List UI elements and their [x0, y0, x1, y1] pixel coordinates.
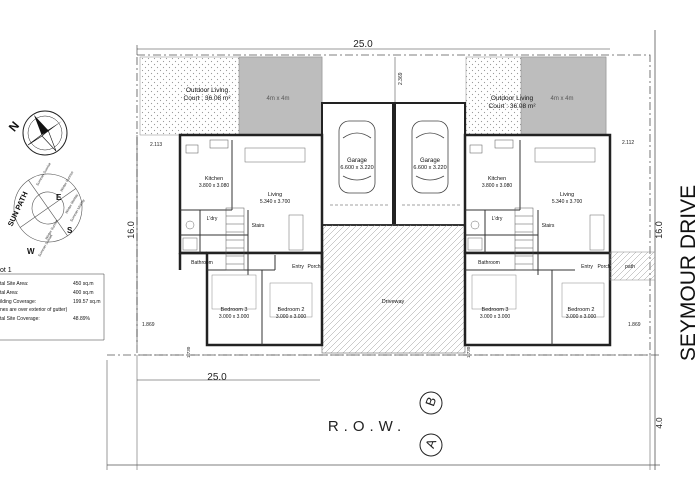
living-label-right: Living: [560, 192, 574, 198]
kitchen-label-right: Kitchen: [488, 176, 506, 182]
dim-right-depth: 16.0: [654, 221, 664, 239]
kitchen-size-right: 3.800 x 3.080: [482, 183, 513, 189]
driveway: [321, 224, 466, 354]
path-label-right: path: [625, 264, 635, 270]
living-size-left: 5.340 x 3.700: [260, 199, 291, 205]
bed2-size-left: 3.000 x 3.000: [276, 314, 307, 320]
porch-label-left: Porch: [307, 264, 320, 270]
ldry-label-right: L'dry: [492, 216, 503, 222]
lot-info-table: [0, 273, 105, 341]
zone-label-right: 4m x 4m: [550, 96, 573, 102]
kitchen-label-left: Kitchen: [205, 176, 223, 182]
sun-path-south: S: [67, 226, 73, 235]
garage-label-right: Garage: [420, 158, 441, 164]
row-label: R.O.W.: [328, 418, 406, 435]
entry-label-right: Entry: [581, 264, 593, 270]
bed2-label-left: Bedroom 2: [278, 307, 305, 313]
dim-row-depth: 4.0: [655, 417, 664, 429]
lot-info-row-2-value: 400 sq.m: [73, 290, 94, 296]
dim-setback-left-bottom: 1.869: [142, 322, 155, 328]
lot-info-row-5-label: tal Site Coverage:: [0, 316, 40, 322]
compass-north: N: [6, 119, 22, 135]
dim-bottom-width: 25.0: [207, 372, 227, 383]
dim-small-left: 1.730: [186, 346, 191, 358]
dim-offset-left: 2.113: [150, 142, 162, 148]
unit-right: [463, 133, 656, 347]
driveway-label: Driveway: [382, 299, 405, 305]
dim-setback-top: 2.369: [398, 72, 404, 85]
bed3-size-right: 3.000 x 3.000: [480, 314, 511, 320]
court-label-right: Court : 36.08 m²: [489, 103, 537, 110]
lot-info-row-3-value: 199.57 sq.m: [73, 299, 101, 305]
garage-right: [394, 102, 466, 226]
sun-path-west: W: [27, 247, 35, 256]
dim-top-width: 25.0: [353, 39, 373, 50]
stairs-label-right: Stairs: [542, 223, 555, 229]
ldry-label-left: L'dry: [207, 216, 218, 222]
lot-info-row-1-value: 450 sq.m: [73, 281, 94, 287]
bed2-size-right: 3.000 x 3.000: [566, 314, 597, 320]
bathroom-label-right: Bathroom: [478, 260, 500, 266]
lot-marker-b: B: [419, 391, 443, 415]
kitchen-size-left: 3.800 x 3.080: [199, 183, 230, 189]
lot-info-row-4-label: nes are over exterior of gutter): [0, 307, 68, 313]
outdoor-label-right: Outdoor Living: [491, 95, 534, 102]
car-left: [338, 120, 376, 194]
garage-label-left: Garage: [347, 158, 368, 164]
zone-label-left: 4m x 4m: [266, 96, 289, 102]
sun-path-east: E: [56, 193, 62, 202]
bed3-label-left: Bedroom 3: [221, 307, 248, 313]
unit-left: [178, 133, 324, 347]
dim-setback-right-bottom: 1.869: [628, 322, 641, 328]
compass: [22, 110, 68, 156]
lot-info-row-2-label: tal Area:: [0, 290, 18, 296]
garage-size-right: 6.600 x 3.220: [413, 165, 446, 171]
bed2-label-right: Bedroom 2: [568, 307, 595, 313]
dim-offset-right: 2.112: [622, 140, 634, 146]
sun-path: [13, 173, 83, 243]
dim-small-right: 1.730: [466, 346, 471, 358]
court-label-left: Court : 36.08 m²: [184, 95, 232, 102]
living-size-right: 5.340 x 3.700: [552, 199, 583, 205]
street-name: SEYMOUR DRIVE: [677, 185, 700, 361]
entry-label-left: Entry: [292, 264, 304, 270]
stairs-label-left: Stairs: [252, 223, 265, 229]
garage-size-left: 6.600 x 3.220: [340, 165, 373, 171]
lot-info-row-5-value: 48.89%: [73, 316, 91, 322]
bed3-size-left: 3.000 x 3.000: [219, 314, 250, 320]
lot-info-row-1-label: tal Site Area:: [0, 281, 28, 287]
lot-info-row-3-label: ilding Coverage:: [0, 299, 36, 305]
outdoor-label-left: Outdoor Living: [186, 87, 229, 94]
dim-left-depth: 16.0: [126, 221, 136, 239]
lot-info-title: ot 1: [0, 267, 12, 274]
bathroom-label-left: Bathroom: [191, 260, 213, 266]
bed3-label-right: Bedroom 3: [482, 307, 509, 313]
porch-label-right: Porch: [597, 264, 610, 270]
lot-marker-a: A: [419, 433, 443, 457]
car-right: [411, 120, 449, 194]
living-label-left: Living: [268, 192, 282, 198]
